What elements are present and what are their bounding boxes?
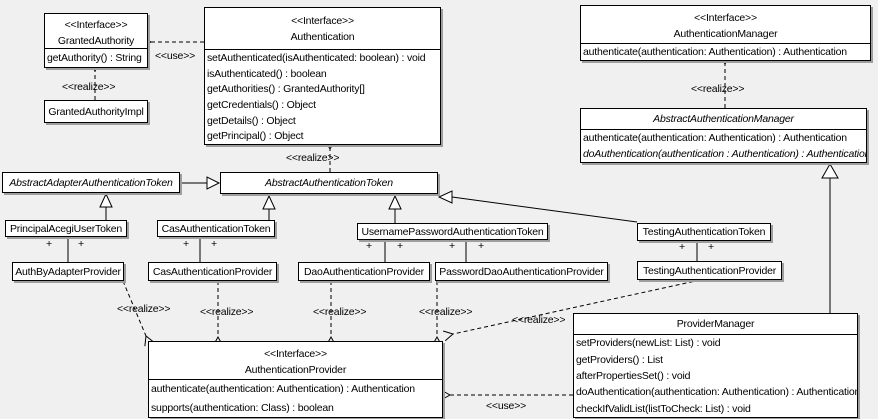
method-label: checkIfValidList(listToCheck: List) : vo… — [576, 402, 751, 415]
edge-label-use: <<use>> — [155, 50, 196, 62]
class-name: CasAuthenticationToken — [161, 222, 271, 235]
edge-generalization-usernamepassword-to-abstract-token — [388, 194, 402, 223]
method-label: supports(authentication: Class) : boolea… — [151, 401, 334, 414]
class-name: AbstractAuthenticationManager — [653, 113, 794, 125]
method-label: getProviders() : List — [576, 353, 663, 366]
class-name: CasAuthenticationProvider — [152, 265, 273, 278]
edge-label-realize: <<realize>> — [313, 306, 367, 318]
class-granted-authority-impl[interactable]: GrantedAuthorityImpl — [44, 100, 148, 123]
method-label: authenticate(authentication: Authenticat… — [151, 383, 415, 396]
class-testing-authentication-provider[interactable]: TestingAuthenticationProvider — [637, 261, 782, 280]
class-cas-authentication-token[interactable]: CasAuthenticationToken — [157, 220, 275, 237]
method-label: getPrincipal() : Object — [207, 130, 304, 143]
class-name: ProviderManager — [676, 318, 755, 330]
method-label: isAuthenticated() : boolean — [207, 67, 327, 80]
method-label: authenticate(authentication: Authenticat… — [583, 46, 847, 58]
multiplicity-plus: + — [366, 240, 372, 252]
class-name: TestingAuthenticationProvider — [642, 264, 777, 277]
edge-realize-testing-provider — [442, 279, 701, 342]
method-label: getAuthority() : String — [47, 52, 142, 64]
edge-generalization-principal-to-adapter-token — [99, 192, 113, 220]
class-authentication-manager[interactable]: <<Interface>> AuthenticationManager auth… — [580, 5, 871, 61]
class-provider-manager[interactable]: ProviderManager setProviders(newList: Li… — [573, 313, 858, 418]
class-cas-authentication-provider[interactable]: CasAuthenticationProvider — [148, 262, 277, 281]
method-label: doAuthentication(authentication : Authen… — [583, 148, 867, 160]
edge-label-realize: <<realize>> — [200, 306, 254, 318]
class-password-dao-authentication-provider[interactable]: PasswordDaoAuthenticationProvider — [435, 262, 608, 281]
class-name: TestingAuthenticationToken — [642, 226, 766, 238]
edge-label-realize: <<realize>> — [117, 303, 171, 315]
stereotype-label: <<Interface>> — [291, 15, 354, 27]
class-abstract-authentication-manager[interactable]: AbstractAuthenticationManager authentica… — [580, 108, 867, 163]
class-principal-acegi-user-token[interactable]: PrincipalAcegiUserToken — [5, 220, 127, 237]
edge-generalization-provider-manager-to-abstract-manager — [821, 162, 839, 313]
class-name: Authentication — [290, 31, 355, 43]
edge-generalization-cas-token-to-abstract-token — [262, 194, 276, 220]
multiplicity-plus: + — [46, 238, 52, 250]
class-auth-by-adapter-provider[interactable]: AuthByAdapterProvider — [12, 262, 124, 281]
class-name: GrantedAuthorityImpl — [48, 105, 144, 118]
class-dao-authentication-provider[interactable]: DaoAuthenticationProvider — [298, 262, 430, 281]
class-name: AbstractAdapterAuthenticationToken — [9, 176, 173, 189]
multiplicity-plus: + — [449, 240, 455, 252]
class-authentication-provider[interactable]: <<Interface>> AuthenticationProvider aut… — [148, 341, 443, 418]
class-name: UsernamePasswordAuthenticationToken — [361, 225, 544, 238]
method-label: setProviders(newList: List) : void — [576, 337, 721, 350]
method-label: authenticate(authentication: Authenticat… — [583, 132, 847, 144]
class-name: AuthenticationManager — [673, 28, 778, 40]
class-granted-authority[interactable]: <<Interface>> GrantedAuthority getAuthor… — [44, 13, 148, 68]
method-label: getCredentials() : Object — [207, 98, 316, 111]
class-name: DaoAuthenticationProvider — [304, 265, 424, 278]
multiplicity-plus: + — [78, 238, 84, 250]
stereotype-label: <<Interface>> — [694, 12, 757, 24]
class-name: GrantedAuthority — [57, 35, 135, 47]
multiplicity-plus: + — [679, 241, 685, 253]
class-abstract-authentication-token[interactable]: AbstractAuthenticationToken — [220, 172, 438, 194]
class-testing-authentication-token[interactable]: TestingAuthenticationToken — [637, 223, 771, 241]
multiplicity-plus: + — [397, 240, 403, 252]
class-name: AuthenticationProvider — [244, 364, 347, 376]
edge-generalization-testing-token-to-abstract-token — [437, 190, 638, 223]
edge-label-realize: <<realize>> — [512, 314, 566, 326]
class-abstract-adapter-authentication-token[interactable]: AbstractAdapterAuthenticationToken — [2, 172, 180, 193]
method-label: setAuthenticated(isAuthenticated: boolea… — [207, 51, 426, 64]
method-label: getAuthorities() : GrantedAuthority[] — [207, 83, 365, 96]
edge-label-realize: <<realize>> — [62, 81, 116, 93]
multiplicity-plus: + — [183, 238, 189, 250]
method-label: doAuthentication(authentication: Authent… — [576, 386, 858, 399]
class-name: AbstractAuthenticationToken — [265, 177, 393, 189]
class-name: AuthByAdapterProvider — [15, 265, 121, 278]
edge-label-realize: <<realize>> — [286, 152, 340, 164]
multiplicity-plus: + — [478, 240, 484, 252]
class-authentication[interactable]: <<Interface>> Authentication setAuthenti… — [204, 7, 441, 145]
method-label: getDetails() : Object — [207, 114, 296, 127]
class-name: PrincipalAcegiUserToken — [9, 222, 123, 235]
class-username-password-authentication-token[interactable]: UsernamePasswordAuthenticationToken — [357, 223, 548, 240]
class-name: PasswordDaoAuthenticationProvider — [439, 265, 604, 278]
edge-label-realize: <<realize>> — [419, 306, 473, 318]
edge-label-use: <<use>> — [486, 400, 527, 412]
multiplicity-plus: + — [211, 238, 217, 250]
stereotype-label: <<Interface>> — [264, 348, 327, 360]
multiplicity-plus: + — [708, 241, 714, 253]
stereotype-label: <<Interface>> — [64, 19, 128, 31]
method-label: afterPropertiesSet() : void — [576, 370, 691, 383]
edge-generalization-adapter-token-to-abstract-token — [180, 176, 221, 190]
edge-label-realize: <<realize>> — [691, 83, 745, 95]
edge-realize-authbyadapter-provider — [122, 280, 155, 347]
